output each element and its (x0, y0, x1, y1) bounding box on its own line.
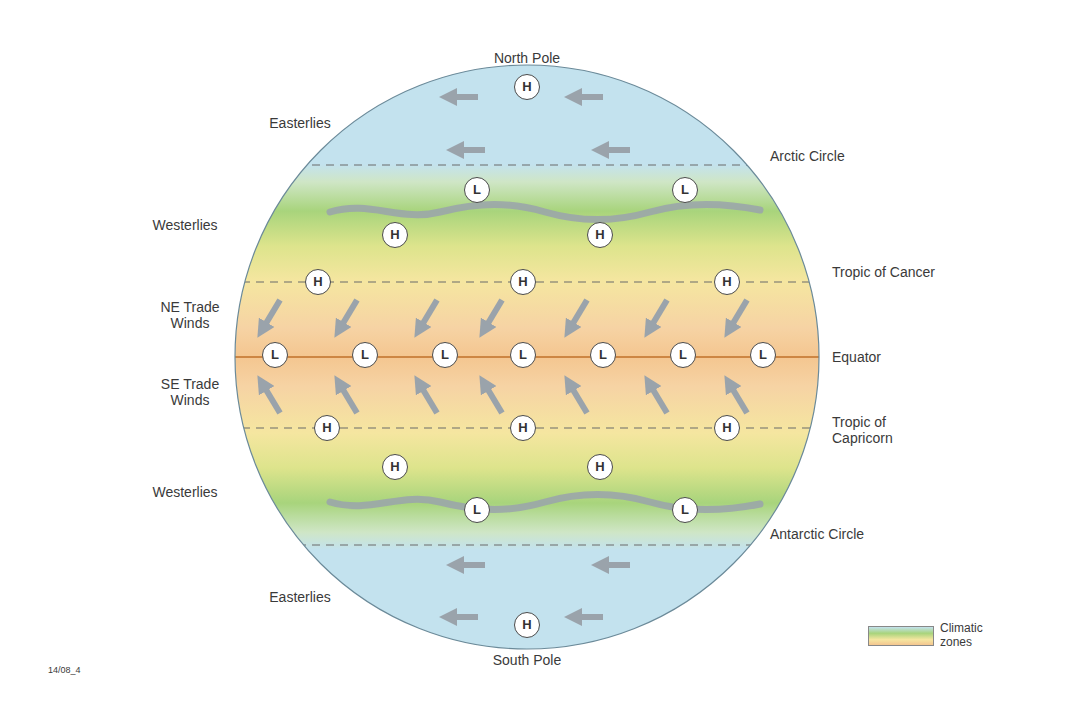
pressure-circle: L (510, 342, 536, 368)
pressure-circle: H (587, 222, 613, 248)
pressure-circle: L (672, 497, 698, 523)
wind-label: NE Trade Winds (151, 299, 229, 331)
circle-label: Antarctic Circle (770, 526, 864, 542)
wind-arrows (262, 97, 747, 617)
pressure-circle: L (262, 342, 288, 368)
wind-label: SE Trade Winds (151, 376, 229, 408)
pressure-letter: L (473, 183, 481, 197)
legend-swatch (868, 626, 934, 646)
pressure-letter: L (679, 348, 687, 362)
pressure-letter: L (271, 348, 279, 362)
pressure-letter: L (441, 348, 449, 362)
pressure-circle: L (464, 497, 490, 523)
figure-id: 14/08_4 (48, 665, 81, 676)
pressure-letter: H (722, 421, 731, 435)
pressure-letter: L (361, 348, 369, 362)
wind-label: Easterlies (269, 589, 330, 605)
pole-label: South Pole (493, 652, 562, 668)
pole-label: North Pole (494, 50, 560, 66)
wind-label: Westerlies (152, 217, 217, 233)
pressure-circle: H (714, 415, 740, 441)
wind-label: Westerlies (152, 484, 217, 500)
globe (235, 65, 819, 649)
pressure-letter: L (473, 503, 481, 517)
pressure-circle: L (464, 177, 490, 203)
pressure-circle: H (714, 269, 740, 295)
circle-label: Arctic Circle (770, 148, 845, 164)
pressure-circle: L (670, 342, 696, 368)
globe-outline (235, 65, 819, 649)
antarctic-line (200, 544, 860, 545)
tropic-label: Tropic of Cancer (832, 264, 935, 280)
pressure-letter: H (322, 421, 331, 435)
pressure-circle: L (590, 342, 616, 368)
pressure-circle: H (305, 269, 331, 295)
pressure-circle: H (514, 612, 540, 638)
pressure-letter: L (759, 348, 767, 362)
pressure-letter: L (681, 183, 689, 197)
pressure-circle: L (672, 177, 698, 203)
pressure-circle: L (432, 342, 458, 368)
arctic-line (200, 164, 860, 165)
pressure-circle: H (514, 74, 540, 100)
pressure-letter: H (518, 421, 527, 435)
westerly-waves (330, 204, 760, 510)
pressure-letter: H (390, 228, 399, 242)
pressure-circle: H (382, 454, 408, 480)
pressure-letter: H (518, 275, 527, 289)
pressure-letter: H (390, 460, 399, 474)
pressure-circle: H (510, 415, 536, 441)
pressure-letter: H (313, 275, 322, 289)
pressure-letter: H (595, 228, 604, 242)
pressure-circle: L (352, 342, 378, 368)
pressure-letter: H (522, 618, 531, 632)
pressure-letter: L (599, 348, 607, 362)
pressure-circle: L (750, 342, 776, 368)
pressure-letter: H (522, 80, 531, 94)
pressure-circle: H (382, 222, 408, 248)
pressure-letter: H (722, 275, 731, 289)
pressure-circle: H (587, 454, 613, 480)
pressure-letter: L (519, 348, 527, 362)
pressure-circle: H (314, 415, 340, 441)
legend-text: Climatic zones (940, 621, 1002, 649)
pressure-letter: L (681, 503, 689, 517)
pressure-circle: H (510, 269, 536, 295)
tropic-label: Tropic of Capricorn (832, 414, 927, 446)
wind-label: Easterlies (269, 115, 330, 131)
pressure-letter: H (595, 460, 604, 474)
equator-label: Equator (832, 349, 881, 365)
